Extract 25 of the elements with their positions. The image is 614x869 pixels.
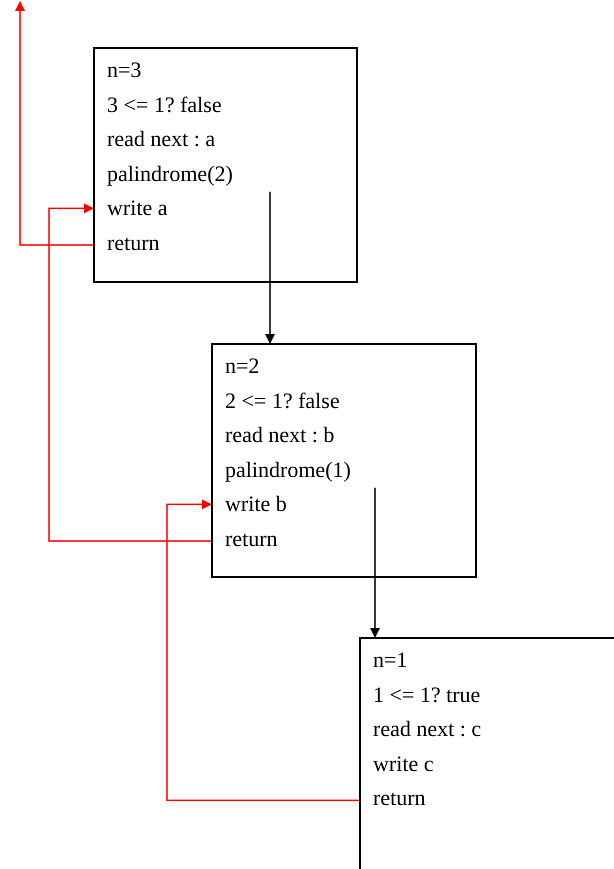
code-line: read next : a xyxy=(95,123,216,156)
stack-frame-box xyxy=(93,47,358,283)
arrow xyxy=(166,499,359,802)
code-line: return xyxy=(213,523,278,555)
code-line: palindrome(2) xyxy=(95,158,233,190)
code-line: 3 <= 1? false xyxy=(95,88,222,121)
code-line: read next : c xyxy=(361,713,482,746)
code-line: 2 <= 1? false xyxy=(213,384,340,417)
arrow xyxy=(48,203,211,542)
code-line: read next : b xyxy=(213,419,334,452)
code-line: return xyxy=(95,227,160,259)
code-line: return xyxy=(361,782,426,814)
arrow xyxy=(370,488,380,638)
code-line: n=3 xyxy=(95,54,142,86)
stack-frame-box xyxy=(211,343,477,578)
code-line: write a xyxy=(95,192,168,224)
arrow xyxy=(265,192,275,344)
code-line: n=2 xyxy=(213,350,260,382)
code-line: write b xyxy=(213,488,287,520)
code-line: n=1 xyxy=(361,644,408,676)
code-line: write c xyxy=(361,748,434,780)
code-line: palindrome(1) xyxy=(213,454,351,486)
arrow xyxy=(15,1,93,246)
code-line: 1 <= 1? true xyxy=(361,678,480,711)
stack-frame-box xyxy=(359,637,614,869)
